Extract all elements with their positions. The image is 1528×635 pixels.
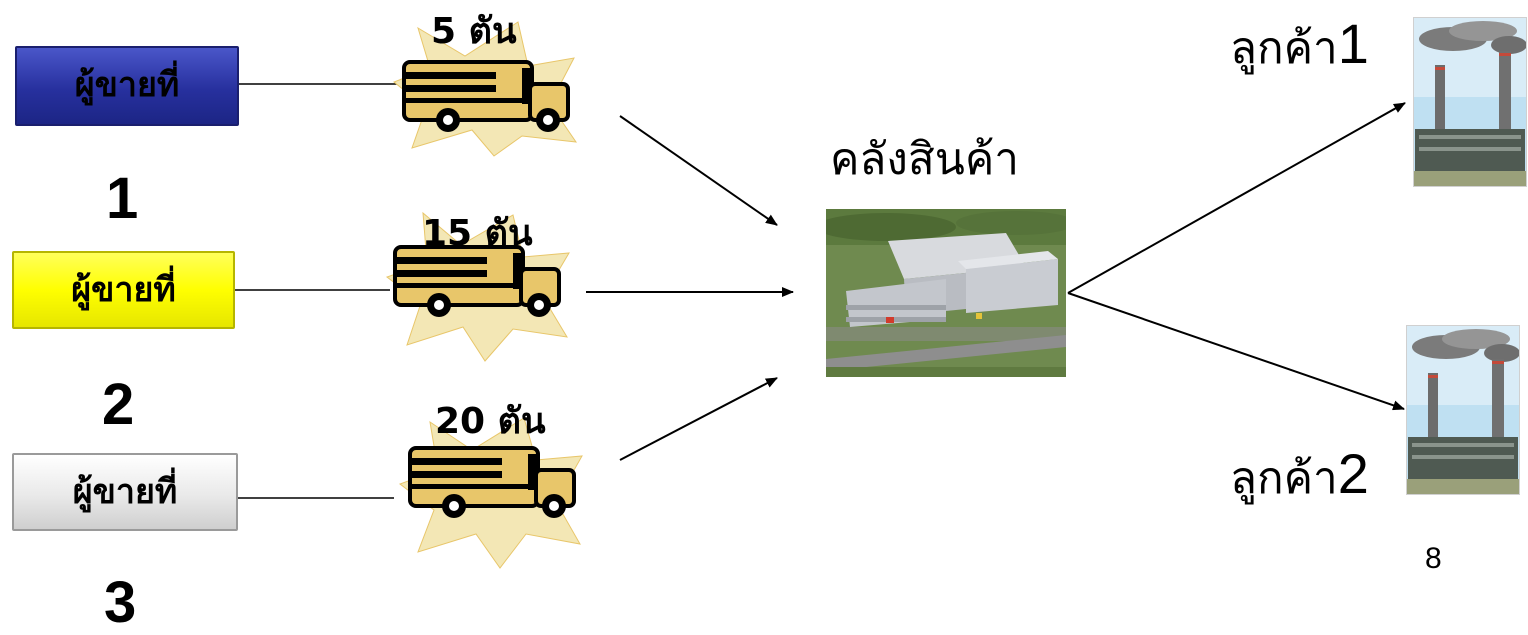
arrow-shipment-3-to-warehouse (619, 377, 778, 461)
factory-photo-2 (1406, 325, 1520, 495)
supplier-2-label: ผู้ขายที่ (71, 270, 176, 310)
page-number: 8 (1425, 542, 1442, 575)
factory-photo-1 (1413, 17, 1527, 187)
supplier-2-number: 2 (102, 372, 135, 437)
customer-2-number: 2 (1337, 442, 1369, 505)
bus-icon-2 (385, 211, 570, 362)
customer-1-label: ลูกค้า1 (1230, 16, 1369, 72)
customer-1-number: 1 (1337, 12, 1369, 75)
customer-2-label: ลูกค้า2 (1230, 446, 1369, 502)
supplier-2-box: ผู้ขายที่ (12, 251, 235, 329)
bus-icon-1 (393, 21, 578, 157)
warehouse-label: คลังสินค้า (830, 134, 1019, 185)
shipment-1-amount: 5 ตัน (431, 11, 517, 52)
supplier-3-number: 3 (104, 570, 137, 635)
arrow-warehouse-to-customer-1 (1067, 102, 1406, 294)
customer-1-label-text: ลูกค้า (1230, 23, 1338, 74)
customer-2-label-text: ลูกค้า (1230, 453, 1338, 504)
supplier-1-number: 1 (106, 166, 139, 231)
supplier-3-box: ผู้ขายที่ (12, 453, 238, 531)
bus-icon-3 (398, 417, 583, 569)
arrow-warehouse-to-customer-2 (1067, 292, 1405, 411)
shipment-3-amount: 20 ตัน (435, 401, 546, 442)
supplier-3-label: ผู้ขายที่ (72, 472, 178, 512)
shipment-2-amount: 15 ตัน (422, 213, 533, 254)
arrow-shipment-1-to-warehouse (619, 115, 778, 226)
warehouse-photo (826, 209, 1066, 377)
supplier-1-label: ผู้ขายที่ (74, 65, 180, 105)
supplier-1-box: ผู้ขายที่ (15, 46, 239, 126)
